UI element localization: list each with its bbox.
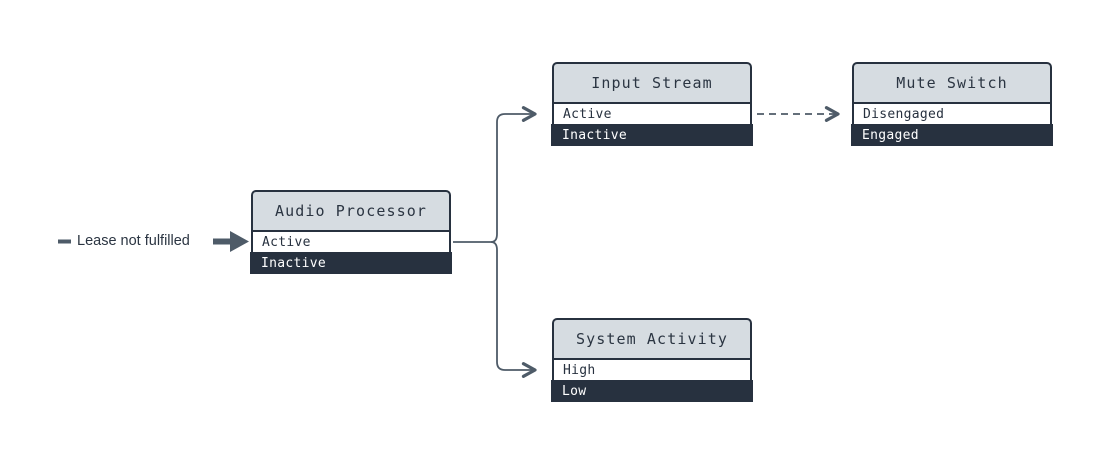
node-system-activity[interactable]: System Activity High Low — [551, 318, 753, 402]
branch-to-system-activity — [490, 241, 537, 378]
node-system-activity-title: System Activity — [552, 318, 752, 358]
node-audio-processor-row-inactive[interactable]: Inactive — [250, 252, 452, 274]
lease-edge-label: Lease not fulfilled — [77, 233, 190, 249]
branch-to-input-stream — [490, 106, 537, 243]
node-mute-switch[interactable]: Mute Switch Disengaged Engaged — [851, 62, 1053, 146]
node-input-stream[interactable]: Input Stream Active Inactive — [551, 62, 753, 146]
node-mute-switch-title: Mute Switch — [852, 62, 1052, 102]
lease-edge-arrowhead — [230, 231, 249, 252]
node-input-stream-row-active[interactable]: Active — [552, 102, 752, 124]
node-input-stream-row-inactive[interactable]: Inactive — [551, 124, 753, 146]
node-system-activity-row-low[interactable]: Low — [551, 380, 753, 402]
node-input-stream-title: Input Stream — [552, 62, 752, 102]
node-system-activity-row-high[interactable]: High — [552, 358, 752, 380]
node-mute-switch-row-disengaged[interactable]: Disengaged — [852, 102, 1052, 124]
node-mute-switch-row-engaged[interactable]: Engaged — [851, 124, 1053, 146]
node-audio-processor[interactable]: Audio Processor Active Inactive — [250, 190, 452, 274]
node-audio-processor-title: Audio Processor — [251, 190, 451, 230]
node-audio-processor-row-active[interactable]: Active — [251, 230, 451, 252]
